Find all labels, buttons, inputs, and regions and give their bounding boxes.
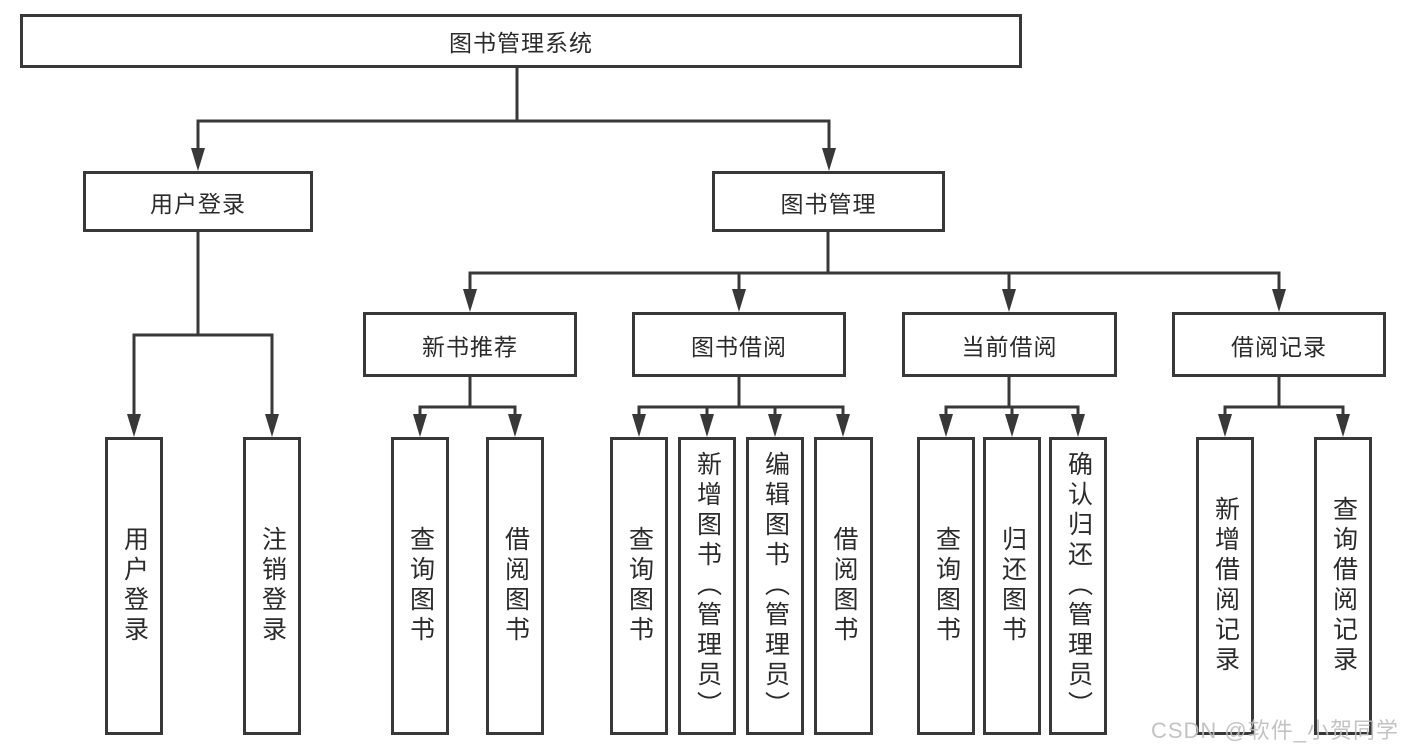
leaf-add-books-admin: 新增图书（管理员）: [678, 437, 736, 735]
arrow-icon: [265, 414, 279, 437]
leaf-label: 查询图书: [932, 526, 961, 646]
arrow-icon: [700, 414, 714, 437]
arrow-icon: [1218, 414, 1232, 437]
node-user-login: 用户登录: [83, 171, 313, 232]
connector-user-login-branch: [132, 232, 274, 418]
arrow-icon: [413, 414, 427, 437]
leaf-label: 借阅图书: [501, 526, 530, 646]
leaf-query-books-recommend: 查询图书: [391, 437, 449, 735]
arrow-icon: [1071, 414, 1085, 437]
arrowheads: [127, 148, 1350, 437]
arrow-icon: [939, 414, 953, 437]
node-current-borrowing: 当前借阅: [902, 312, 1117, 377]
leaf-add-borrow-record: 新增借阅记录: [1196, 437, 1254, 735]
leaf-borrow-books-recommend: 借阅图书: [486, 437, 544, 735]
arrow-icon: [768, 414, 782, 437]
arrow-icon: [836, 414, 850, 437]
leaf-query-books-current: 查询图书: [917, 437, 975, 735]
arrow-icon: [1336, 414, 1350, 437]
leaf-label: 注销登录: [258, 526, 287, 646]
csdn-watermark: CSDN @软件_小贺同学: [1150, 718, 1399, 743]
connector-borrowing-records-branch: [1223, 377, 1345, 418]
leaf-return-books: 归还图书: [983, 437, 1041, 735]
arrow-icon: [632, 414, 646, 437]
leaf-confirm-return-admin: 确认归还（管理员）: [1049, 437, 1107, 735]
leaf-label: 新增借阅记录: [1211, 496, 1240, 676]
node-book-management: 图书管理: [712, 171, 945, 232]
arrow-icon: [732, 289, 746, 312]
leaf-label: 编辑图书（管理员）: [761, 451, 790, 721]
node-new-book-recommendation: 新书推荐: [363, 312, 577, 377]
arrow-icon: [508, 414, 522, 437]
connector-current-borrowing-branch: [944, 377, 1080, 418]
arrow-icon: [191, 148, 205, 171]
leaf-label: 查询借阅记录: [1329, 496, 1358, 676]
node-borrowing-records: 借阅记录: [1172, 312, 1386, 377]
arrow-icon: [1272, 289, 1286, 312]
leaf-query-books-borrowing: 查询图书: [610, 437, 668, 735]
connector-book-management-branch: [468, 232, 1281, 292]
leaf-label: 确认归还（管理员）: [1064, 451, 1093, 721]
leaf-query-borrow-record: 查询借阅记录: [1314, 437, 1372, 735]
node-book-borrowing: 图书借阅: [632, 312, 846, 377]
leaf-label: 归还图书: [998, 526, 1027, 646]
leaf-label: 新增图书（管理员）: [693, 451, 722, 721]
leaf-user-login: 用户登录: [105, 437, 163, 735]
connector-root-to-level2: [196, 68, 831, 151]
connector-book-borrowing-branch: [637, 377, 845, 418]
leaf-borrow-books-borrowing: 借阅图书: [814, 437, 873, 735]
arrow-icon: [127, 414, 141, 437]
node-root: 图书管理系统: [20, 14, 1022, 68]
arrow-icon: [1002, 289, 1016, 312]
arrow-icon: [463, 289, 477, 312]
leaf-edit-books-admin: 编辑图书（管理员）: [746, 437, 804, 735]
arrow-icon: [822, 148, 836, 171]
leaf-label: 借阅图书: [830, 526, 858, 646]
connector-new-book-recommendation-branch: [418, 377, 517, 418]
leaf-label: 用户登录: [120, 526, 149, 646]
arrow-icon: [1005, 414, 1019, 437]
leaf-label: 查询图书: [625, 526, 654, 646]
leaf-logout: 注销登录: [243, 437, 301, 735]
leaf-label: 查询图书: [406, 526, 435, 646]
